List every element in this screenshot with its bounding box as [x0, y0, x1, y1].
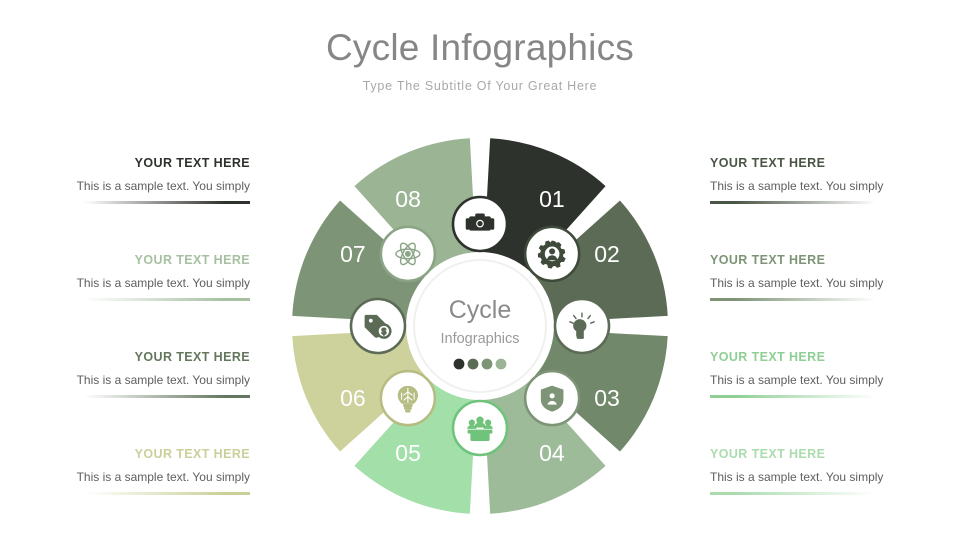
wheel-badge-01[interactable] — [451, 195, 509, 253]
text-block-right-1[interactable]: YOUR TEXT HERE This is a sample text. Yo… — [710, 156, 902, 204]
hub-background — [413, 259, 547, 393]
text-block-rule — [710, 492, 876, 495]
text-block-body: This is a sample text. You simply — [710, 276, 884, 290]
wheel-badge-02[interactable] — [523, 225, 581, 283]
text-block-body: This is a sample text. You simply — [76, 373, 250, 387]
text-block-heading: YOUR TEXT HERE — [710, 156, 826, 170]
wheel-segment-number: 07 — [340, 241, 366, 267]
hub-progress-dot[interactable] — [467, 358, 479, 370]
wheel-badge-06[interactable] — [379, 369, 437, 427]
wheel-segment-number: 03 — [594, 385, 620, 411]
text-block-heading: YOUR TEXT HERE — [710, 350, 826, 364]
header: Cycle Infographics Type The Subtitle Of … — [0, 26, 960, 93]
text-block-right-3[interactable]: YOUR TEXT HERE This is a sample text. Yo… — [710, 350, 902, 398]
hub-progress-dot[interactable] — [453, 358, 465, 370]
text-block-left-4[interactable]: YOUR TEXT HERE This is a sample text. Yo… — [58, 447, 250, 495]
text-block-right-4[interactable]: YOUR TEXT HERE This is a sample text. Yo… — [710, 447, 902, 495]
text-block-left-1[interactable]: YOUR TEXT HERE This is a sample text. Yo… — [58, 156, 250, 204]
wheel-segment-04[interactable] — [484, 381, 606, 514]
text-block-body: This is a sample text. You simply — [710, 179, 884, 193]
wheel-segment-02[interactable] — [535, 200, 668, 322]
text-block-rule — [710, 395, 876, 398]
text-block-rule — [710, 201, 876, 204]
wheel-segment-05[interactable] — [354, 381, 476, 514]
text-block-body: This is a sample text. You simply — [76, 470, 250, 484]
text-block-body: This is a sample text. You simply — [76, 276, 250, 290]
wheel-segment-number: 05 — [395, 440, 421, 466]
text-block-body: This is a sample text. You simply — [710, 470, 884, 484]
hub-progress-dot[interactable] — [481, 358, 493, 370]
text-block-body: This is a sample text. You simply — [76, 179, 250, 193]
text-block-left-3[interactable]: YOUR TEXT HERE This is a sample text. Yo… — [58, 350, 250, 398]
wheel-segment-number: 08 — [395, 186, 421, 212]
text-block-rule — [84, 395, 250, 398]
wheel-segment-06[interactable] — [292, 330, 425, 452]
text-block-heading: YOUR TEXT HERE — [710, 253, 826, 267]
wheel-badge-03[interactable] — [553, 297, 611, 355]
text-block-rule — [84, 492, 250, 495]
page-title: Cycle Infographics — [326, 27, 634, 68]
text-block-right-2[interactable]: YOUR TEXT HERE This is a sample text. Yo… — [710, 253, 902, 301]
wheel-segment-03[interactable] — [535, 330, 668, 452]
wheel-segment-number: 01 — [539, 186, 565, 212]
text-block-rule — [84, 298, 250, 301]
wheel-badge-05[interactable] — [451, 399, 509, 457]
text-block-heading: YOUR TEXT HERE — [134, 253, 250, 267]
wheel-segment-number: 02 — [594, 241, 620, 267]
text-block-heading: YOUR TEXT HERE — [134, 447, 250, 461]
text-block-left-2[interactable]: YOUR TEXT HERE This is a sample text. Yo… — [58, 253, 250, 301]
text-block-heading: YOUR TEXT HERE — [710, 447, 826, 461]
wheel-badge-07[interactable] — [349, 297, 407, 355]
hub-subtitle: Infographics — [441, 331, 520, 347]
text-block-body: This is a sample text. You simply — [710, 373, 884, 387]
wheel-badge-08[interactable] — [379, 225, 437, 283]
wheel-segment-08[interactable] — [354, 138, 476, 271]
wheel-segment-01[interactable] — [484, 138, 606, 271]
wheel-segment-number: 06 — [340, 385, 366, 411]
hub-progress-dot[interactable] — [495, 358, 507, 370]
wheel-segment-07[interactable] — [292, 200, 425, 322]
wheel-segment-number: 04 — [539, 440, 565, 466]
text-block-rule — [710, 298, 876, 301]
page-subtitle: Type The Subtitle Of Your Great Here — [362, 79, 598, 93]
badge-ring — [451, 399, 509, 457]
text-block-heading: YOUR TEXT HERE — [134, 156, 250, 170]
shield-person-icon — [540, 385, 564, 412]
hub-title: Cycle — [449, 296, 512, 324]
text-block-rule — [84, 201, 250, 204]
wheel-badge-04[interactable] — [523, 369, 581, 427]
text-block-heading: YOUR TEXT HERE — [134, 350, 250, 364]
